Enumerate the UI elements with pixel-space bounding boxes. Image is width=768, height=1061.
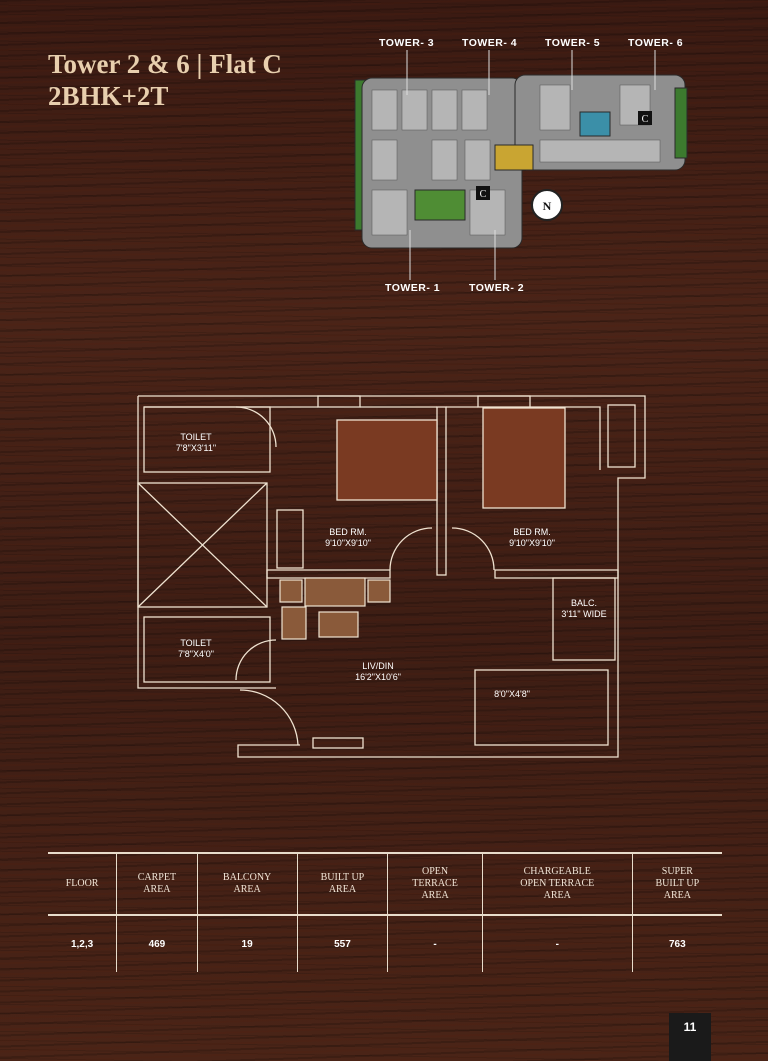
north-arrow-icon <box>531 189 563 221</box>
cell-super-built-up: 763 <box>631 915 722 972</box>
col-header: FLOOR <box>48 852 117 916</box>
hatched-area <box>494 144 534 171</box>
bed-1 <box>336 419 438 501</box>
room-label: BALC.3'11" WIDE <box>561 598 607 619</box>
flat-marker-label: C <box>642 114 649 125</box>
table-row: 1,2,3 469 19 557 - - 763 <box>48 915 722 972</box>
wardrobe-right <box>607 404 636 468</box>
flat-marker-label: C <box>480 189 487 200</box>
tower-5-label: TOWER- 5 <box>545 37 601 49</box>
tower-4-label: TOWER- 4 <box>462 37 518 49</box>
page-number: 11 <box>669 1013 711 1061</box>
bedroom-partition <box>436 406 447 576</box>
armchair <box>279 579 303 603</box>
title-configuration: 2BHK+2T <box>48 81 169 111</box>
north-label: N <box>543 199 552 213</box>
cell-carpet-area: 469 <box>116 915 198 972</box>
sofa <box>304 577 366 607</box>
room-label: BED RM.9'10"X9'10" <box>325 527 371 548</box>
tower-3-label: TOWER- 3 <box>379 37 435 49</box>
cell-balcony-area: 19 <box>196 915 298 972</box>
cell-floor: 1,2,3 <box>70 938 94 950</box>
tower-1-label: TOWER- 1 <box>385 282 441 294</box>
toilet-1 <box>143 406 271 473</box>
utility-area <box>474 669 609 746</box>
garden <box>414 189 466 221</box>
tower-2-label: TOWER- 2 <box>469 282 525 294</box>
shaft <box>137 482 268 608</box>
coffee-table <box>318 611 359 638</box>
flat-marker-t6 <box>638 111 652 125</box>
balcony <box>552 577 616 661</box>
cell-chargeable-terrace: - <box>481 915 633 972</box>
pool <box>579 111 611 137</box>
cell-built-up-area: 557 <box>296 915 388 972</box>
room-label: BED RM.9'10"X9'10" <box>509 527 555 548</box>
toilet-2 <box>143 616 271 683</box>
cell-open-terrace: - <box>387 915 483 972</box>
page-title: Tower 2 & 6 | Flat C 2BHK+2T <box>48 48 282 112</box>
bed-2 <box>482 407 566 509</box>
title-tower-flat: Tower 2 & 6 | Flat C <box>48 49 282 79</box>
flat-marker-t2 <box>476 186 490 200</box>
room-label: 8'0"X4'8" <box>494 689 530 699</box>
tower-6-label: TOWER- 6 <box>628 37 684 49</box>
wardrobe-left <box>276 509 304 569</box>
